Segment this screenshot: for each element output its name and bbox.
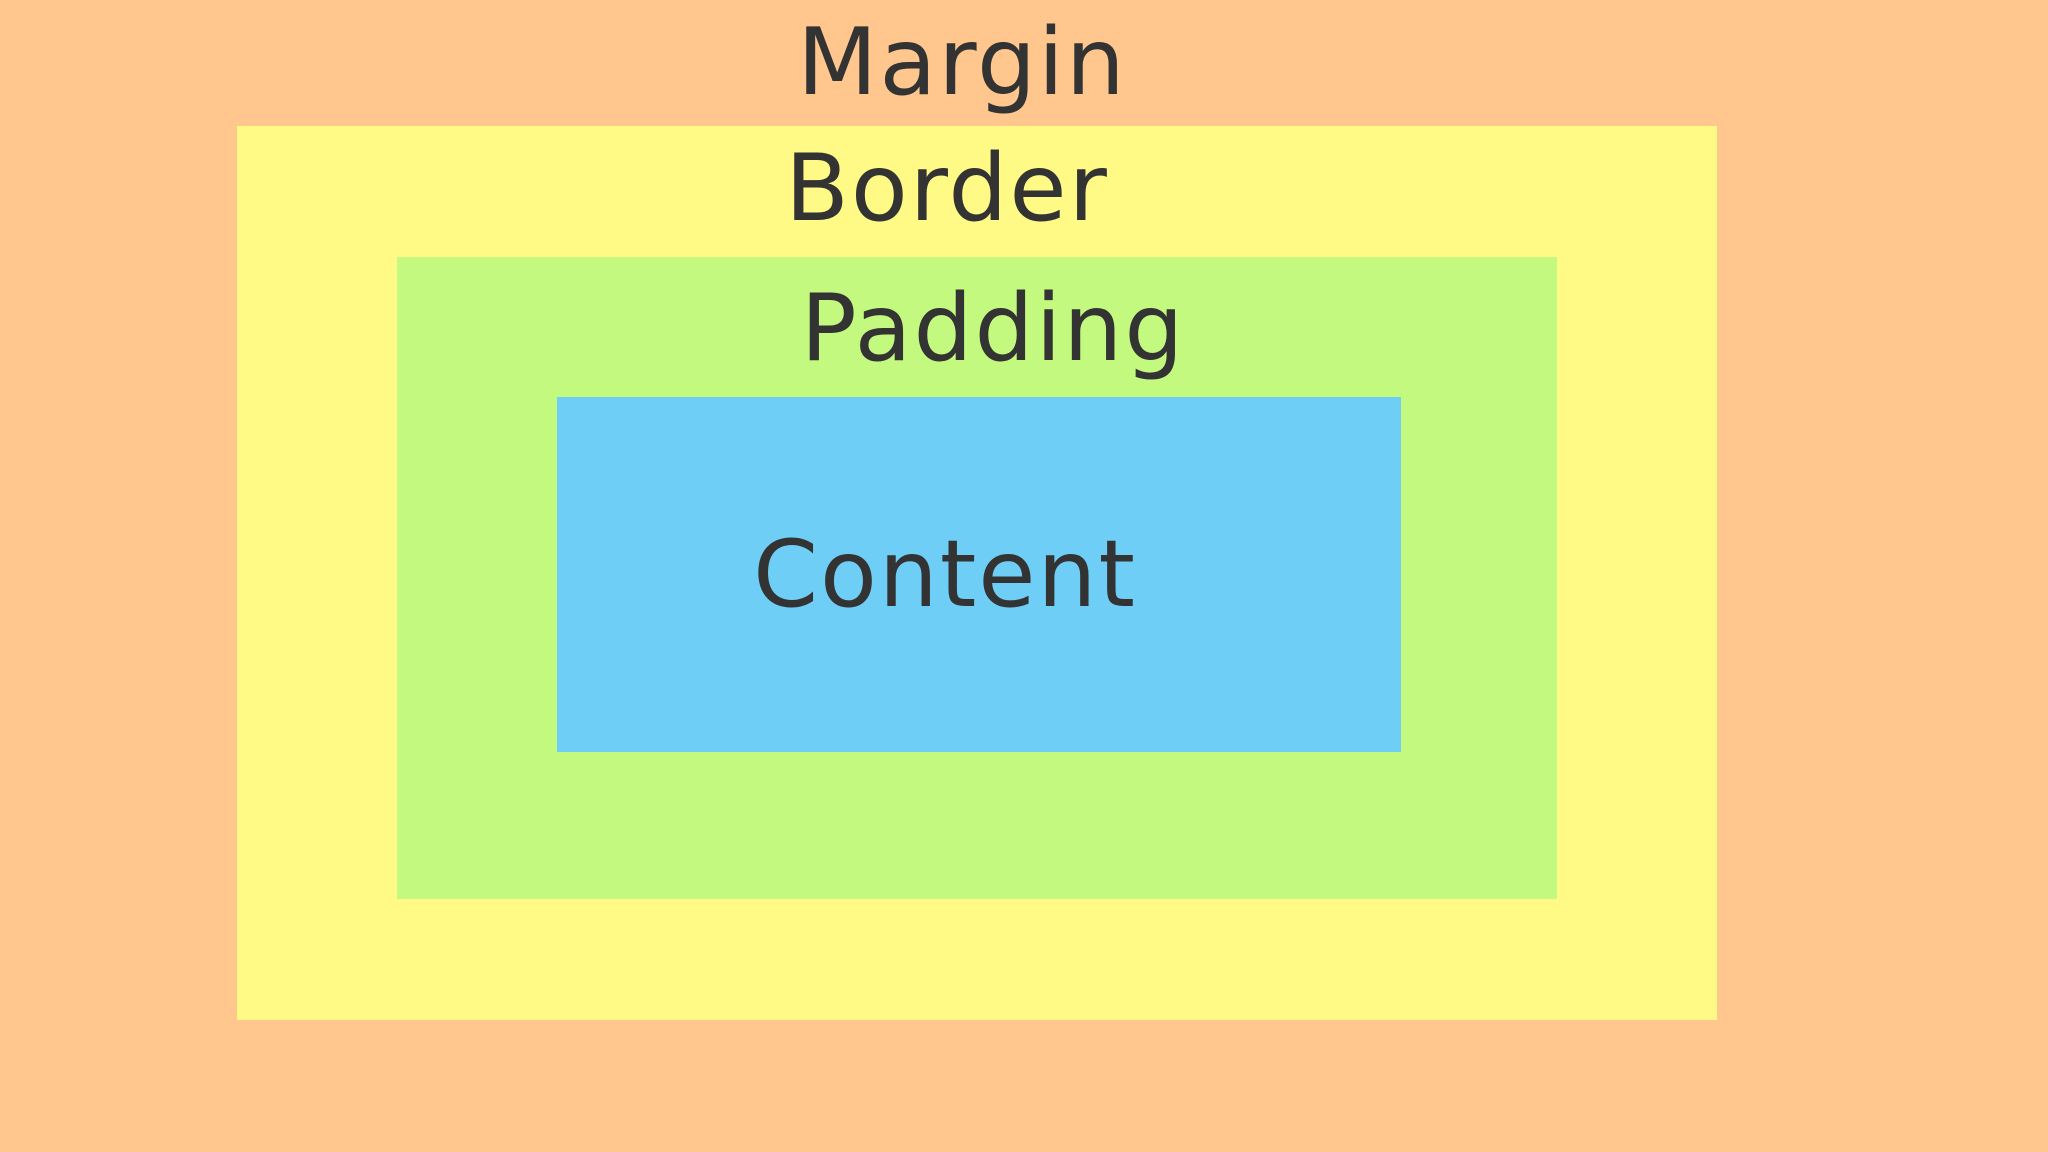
border-layer: Border Padding Content: [237, 126, 1717, 1020]
content-layer: Content: [557, 397, 1401, 752]
border-label: Border: [785, 134, 1109, 242]
margin-label: Margin: [797, 8, 1127, 116]
padding-layer: Padding Content: [397, 257, 1557, 899]
content-label: Content: [753, 520, 1137, 628]
padding-label: Padding: [800, 274, 1186, 382]
